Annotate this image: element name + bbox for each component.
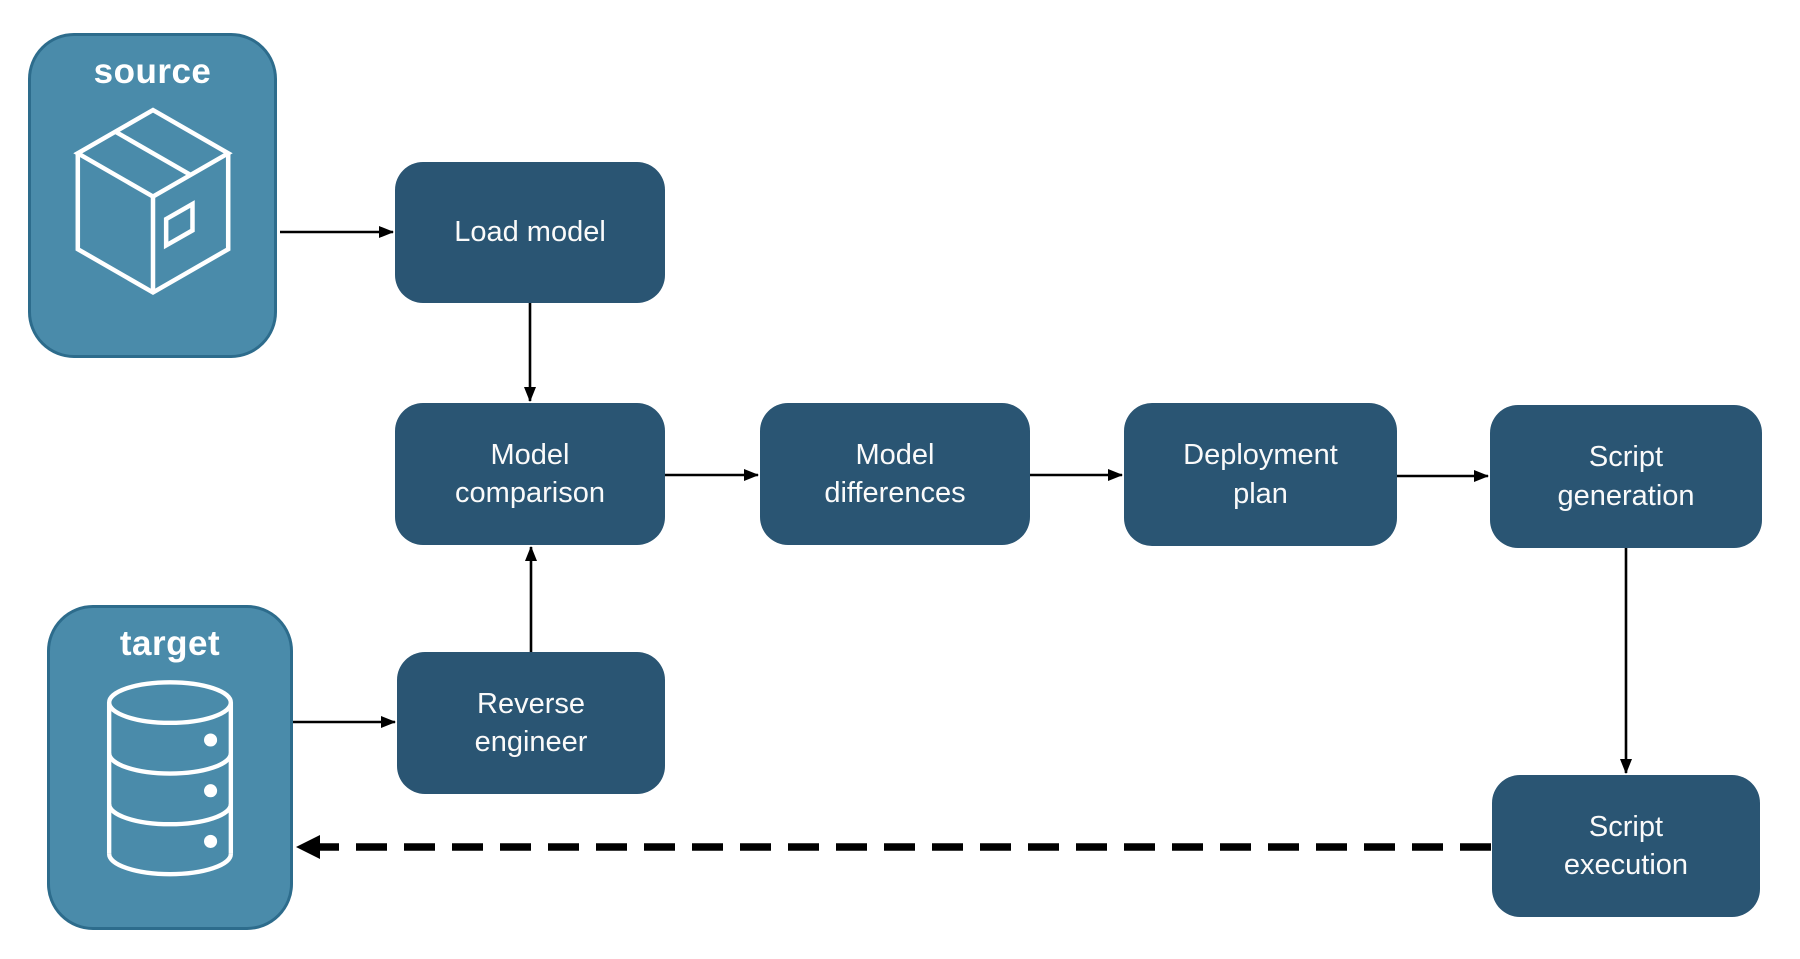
node-label: Reverse engineer — [474, 687, 588, 758]
source-container: source — [28, 33, 277, 358]
node-deployment-plan: Deployment plan — [1124, 403, 1397, 546]
node-label: Script generation — [1557, 441, 1695, 512]
package-icon — [59, 102, 247, 308]
node-label: Model comparison — [455, 438, 605, 509]
target-title: target — [119, 624, 221, 663]
source-title: source — [93, 52, 212, 91]
node-script-execution: Script execution — [1492, 775, 1760, 917]
node-label: Model differences — [824, 438, 966, 509]
node-load-model: Load model — [395, 162, 665, 303]
node-reverse-engineer: Reverse engineer — [397, 652, 665, 794]
target-container: target — [47, 605, 293, 930]
node-label: Script execution — [1563, 810, 1689, 881]
node-model-differences: Model differences — [760, 403, 1030, 545]
database-icon — [92, 674, 248, 884]
node-label: Load model — [454, 216, 606, 249]
node-label: Deployment plan — [1183, 439, 1338, 510]
node-model-comparison: Model comparison — [395, 403, 665, 545]
node-script-generation: Script generation — [1490, 405, 1762, 548]
